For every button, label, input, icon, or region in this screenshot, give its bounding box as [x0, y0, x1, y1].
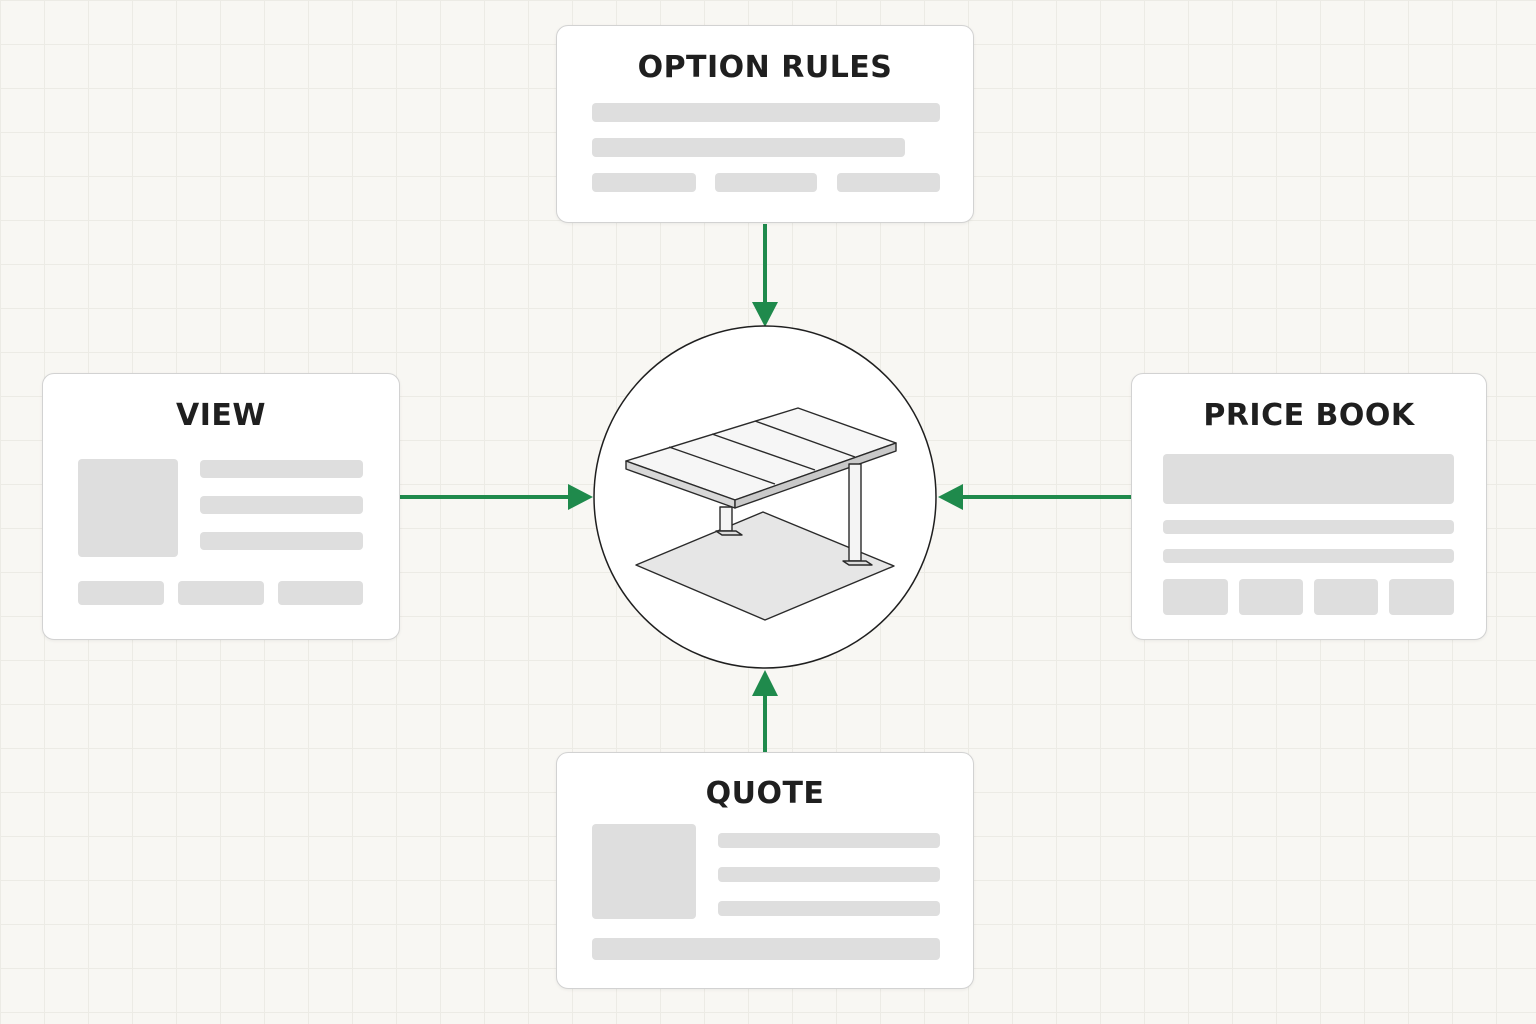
placeholder-line — [200, 460, 363, 478]
placeholder-chip — [78, 581, 164, 605]
placeholder-line — [592, 138, 905, 157]
placeholder-chip — [178, 581, 264, 605]
placeholder-banner — [1163, 454, 1454, 504]
placeholder-line — [718, 901, 940, 916]
placeholder-chip — [1239, 579, 1303, 615]
placeholder-chip — [1163, 579, 1228, 615]
arrow-view-head — [568, 484, 593, 510]
placeholder-line — [718, 833, 940, 848]
placeholder-image — [78, 459, 178, 557]
view-card[interactable]: VIEW — [42, 373, 400, 640]
view-title: VIEW — [176, 398, 266, 433]
placeholder-line — [1163, 549, 1454, 563]
placeholder-line — [718, 867, 940, 882]
placeholder-chip — [592, 173, 696, 192]
placeholder-line — [592, 103, 940, 122]
placeholder-chip — [837, 173, 940, 192]
price-book-title: PRICE BOOK — [1203, 398, 1415, 433]
center-product-node — [593, 325, 937, 669]
quote-card[interactable]: QUOTE — [556, 752, 974, 989]
option-rules-card[interactable]: OPTION RULES — [556, 25, 974, 223]
carport-icon — [625, 407, 897, 621]
placeholder-chip — [715, 173, 817, 192]
price-book-card[interactable]: PRICE BOOK — [1131, 373, 1487, 640]
arrow-option-rules-head — [752, 302, 778, 327]
placeholder-chip — [278, 581, 363, 605]
placeholder-chip — [1389, 579, 1454, 615]
placeholder-chip — [1314, 579, 1378, 615]
option-rules-title: OPTION RULES — [637, 50, 893, 85]
placeholder-line — [1163, 520, 1454, 534]
quote-title: QUOTE — [705, 776, 825, 811]
placeholder-line — [200, 532, 363, 550]
placeholder-line — [200, 496, 363, 514]
arrow-price-book-head — [938, 484, 963, 510]
arrow-quote-head — [752, 670, 778, 696]
placeholder-image — [592, 824, 696, 919]
placeholder-line — [592, 938, 940, 960]
